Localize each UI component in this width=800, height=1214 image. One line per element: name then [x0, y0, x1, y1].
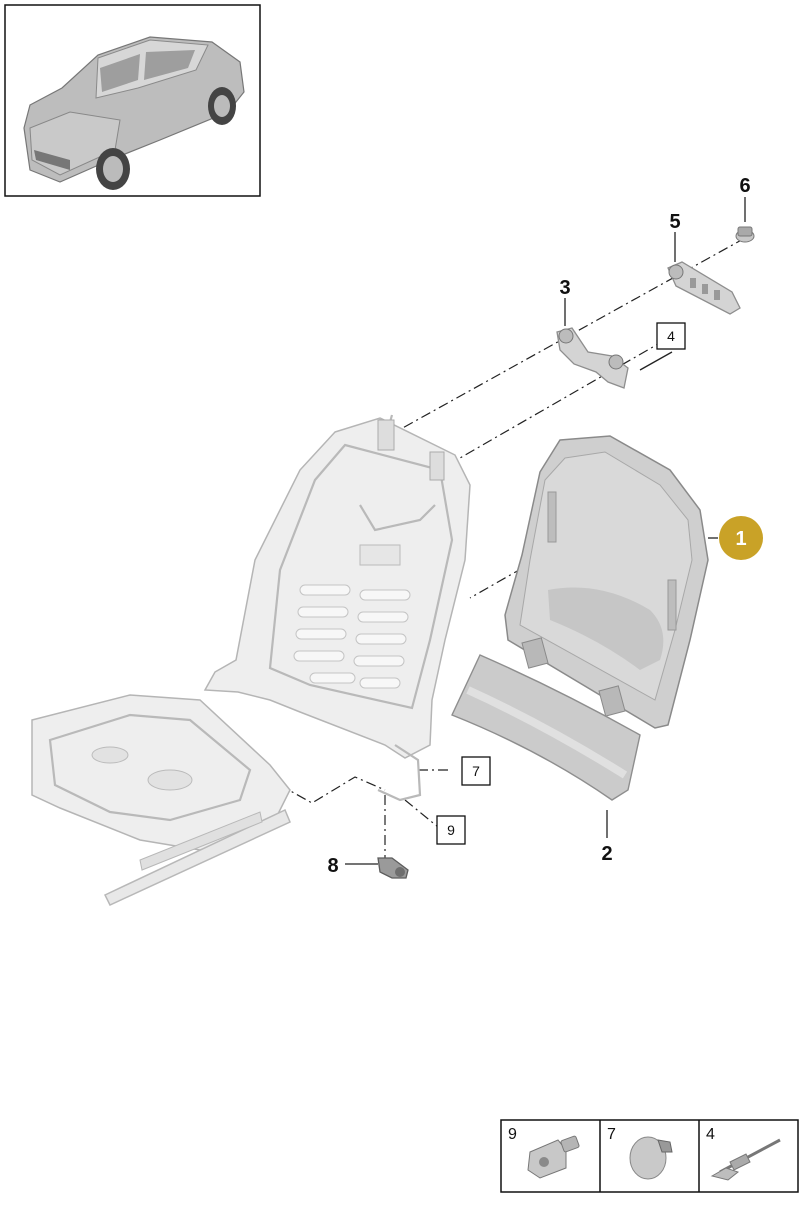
- svg-text:7: 7: [472, 763, 480, 779]
- part-1-backrest-panel[interactable]: [504, 435, 709, 729]
- svg-text:8: 8: [327, 855, 338, 877]
- svg-text:7: 7: [607, 1126, 616, 1143]
- svg-text:2: 2: [601, 843, 612, 865]
- callout-2[interactable]: 2: [601, 843, 612, 865]
- boxed-ref-9[interactable]: 9: [436, 815, 466, 845]
- highlight-circle: [719, 516, 763, 560]
- part-2-trim-strip[interactable]: [451, 654, 641, 801]
- callout-8[interactable]: 8: [327, 855, 338, 877]
- callout-3[interactable]: 3: [559, 277, 570, 299]
- lumbar-slots: [293, 584, 411, 689]
- backrest-frame[interactable]: [203, 414, 471, 802]
- part-5-guide-plate[interactable]: [667, 261, 741, 315]
- leader-lines: [345, 197, 746, 865]
- seat-base-frame[interactable]: [31, 694, 291, 906]
- part-6-screw[interactable]: [735, 226, 755, 243]
- svg-text:5: 5: [669, 211, 680, 233]
- boxed-ref-4[interactable]: 4: [656, 322, 686, 350]
- callout-5[interactable]: 5: [669, 211, 680, 233]
- svg-text:3: 3: [559, 277, 570, 299]
- clip-icon: [629, 1136, 673, 1180]
- boxed-ref-7[interactable]: 7: [461, 756, 491, 786]
- svg-text:4: 4: [706, 1126, 715, 1143]
- legend-cell-7[interactable]: 7: [607, 1126, 673, 1180]
- svg-text:9: 9: [447, 822, 455, 838]
- car-illustration: [23, 36, 245, 190]
- legend-cell-4[interactable]: 4: [706, 1126, 781, 1181]
- callout-6[interactable]: 6: [739, 175, 750, 197]
- callout-1-highlighted[interactable]: 1: [719, 516, 763, 560]
- svg-text:4: 4: [667, 328, 675, 344]
- svg-text:6: 6: [739, 175, 750, 197]
- svg-text:1: 1: [735, 528, 746, 550]
- legend-cell-9[interactable]: 9: [508, 1126, 580, 1179]
- screw-icon: [527, 1135, 580, 1179]
- fastener-legend: 9 7 4: [500, 1119, 799, 1193]
- vehicle-thumbnail[interactable]: [4, 4, 261, 197]
- rivet-icon: [710, 1138, 781, 1181]
- svg-text:9: 9: [508, 1126, 517, 1143]
- part-8-bolt[interactable]: [377, 857, 409, 879]
- part-3-bracket[interactable]: [556, 327, 629, 389]
